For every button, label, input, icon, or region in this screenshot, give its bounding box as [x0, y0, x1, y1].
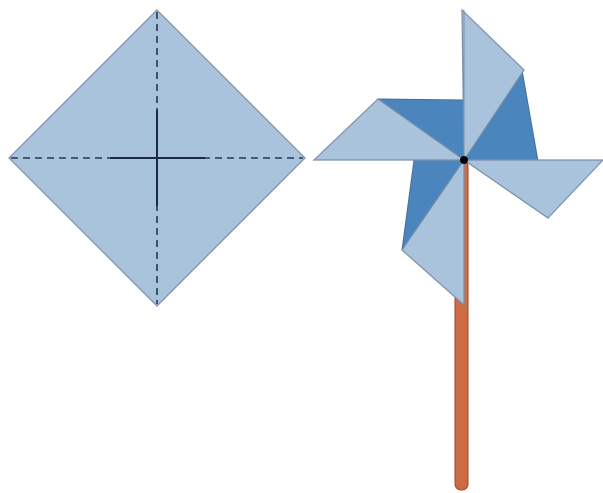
blade-right: [464, 160, 603, 218]
pinwheel-pin: [460, 156, 468, 164]
pinwheel: [314, 10, 603, 490]
square-paper: [9, 10, 305, 306]
